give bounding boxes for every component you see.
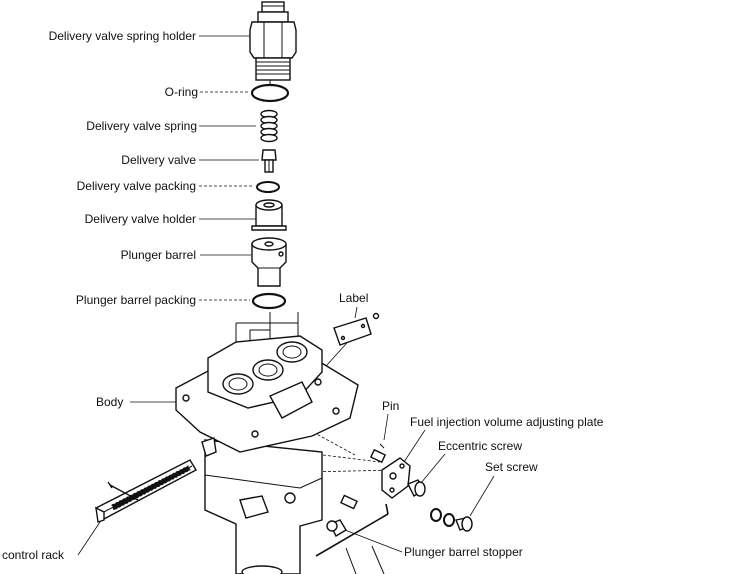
plunger-barrel-packing-part [251,292,287,310]
label-plunger-barrel-packing: Plunger barrel packing [76,293,196,307]
label-delivery-valve-holder: Delivery valve holder [85,212,196,226]
rod-part [315,503,389,574]
plunger-barrel-stopper-part [326,494,358,537]
delivery-valve-part [261,149,277,173]
plunger-barrel-part [251,237,287,287]
label-plate-part [333,312,380,346]
delivery-valve-spring-holder-part [249,1,297,81]
control-rack-part [95,459,197,523]
leader-lines [77,35,495,556]
label-delivery-valve-spring-holder: Delivery valve spring holder [49,29,196,43]
label-label: Label [339,291,368,305]
label-delivery-valve-packing: Delivery valve packing [77,179,196,193]
o-ring-part [250,83,290,103]
delivery-valve-packing-part [256,181,280,193]
label-plunger-barrel: Plunger barrel [121,248,196,262]
label-fuel-injection-volume-adjusting-plate: Fuel injection volume adjusting plate [410,415,604,429]
delivery-valve-holder-part [251,199,287,231]
pump-body-part [175,335,359,574]
pin-part [369,443,387,464]
label-delivery-valve: Delivery valve [121,153,196,167]
label-set-screw: Set screw [485,460,538,474]
delivery-valve-spring-part [260,109,278,143]
set-screw-part [430,508,473,532]
label-control-rack: control rack [2,548,65,562]
label-body: Body [96,395,123,409]
label-delivery-valve-spring: Delivery valve spring [86,119,197,133]
label-plunger-barrel-stopper: Plunger barrel stopper [404,545,523,559]
label-o-ring: O-ring [165,85,198,99]
fuel-injection-volume-adjusting-plate-part [381,457,411,499]
label-eccentric-screw: Eccentric screw [438,439,522,453]
label-pin: Pin [382,399,399,413]
eccentric-screw-part [407,479,426,497]
